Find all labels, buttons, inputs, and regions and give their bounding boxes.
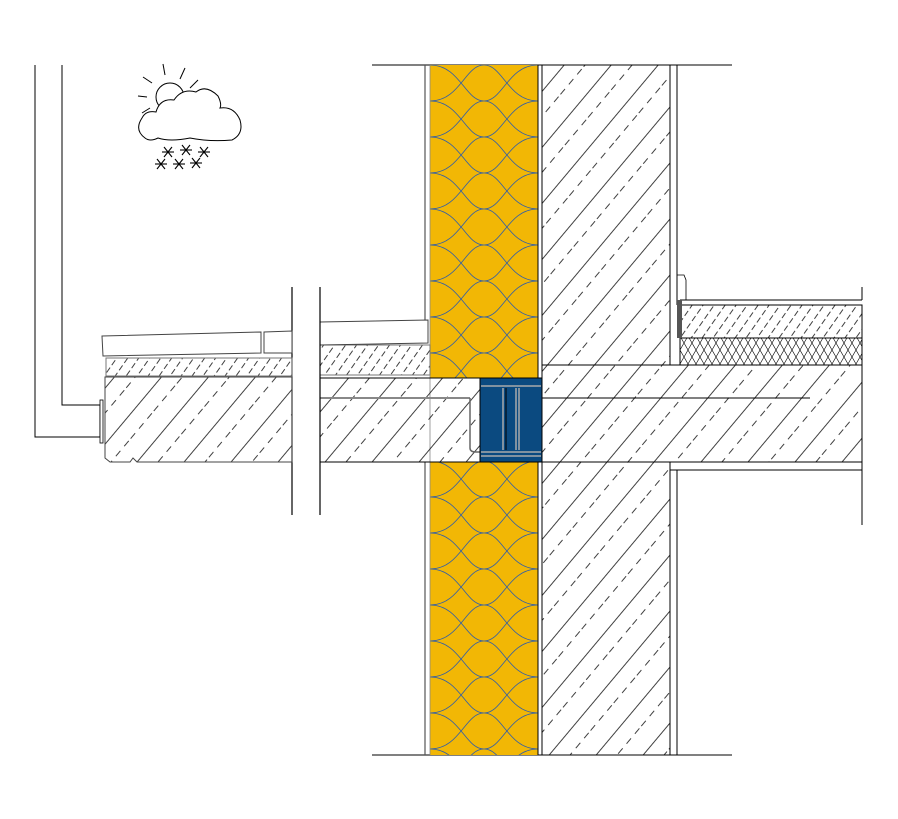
sun-rays: [137, 63, 199, 114]
drain-pipe: [34, 65, 104, 444]
balcony-slab-outer: [101, 330, 293, 463]
snowflakes: [155, 144, 210, 170]
balcony-slab-inner: [319, 319, 481, 463]
interior-floor: [677, 274, 863, 366]
interior-slab: [541, 364, 863, 463]
thermal-break-element: [479, 377, 543, 463]
wall-insulation: [424, 65, 539, 755]
concrete-wall: [541, 64, 678, 756]
cloud: [138, 88, 242, 142]
sun-cloud-snow-icon: [137, 63, 242, 170]
